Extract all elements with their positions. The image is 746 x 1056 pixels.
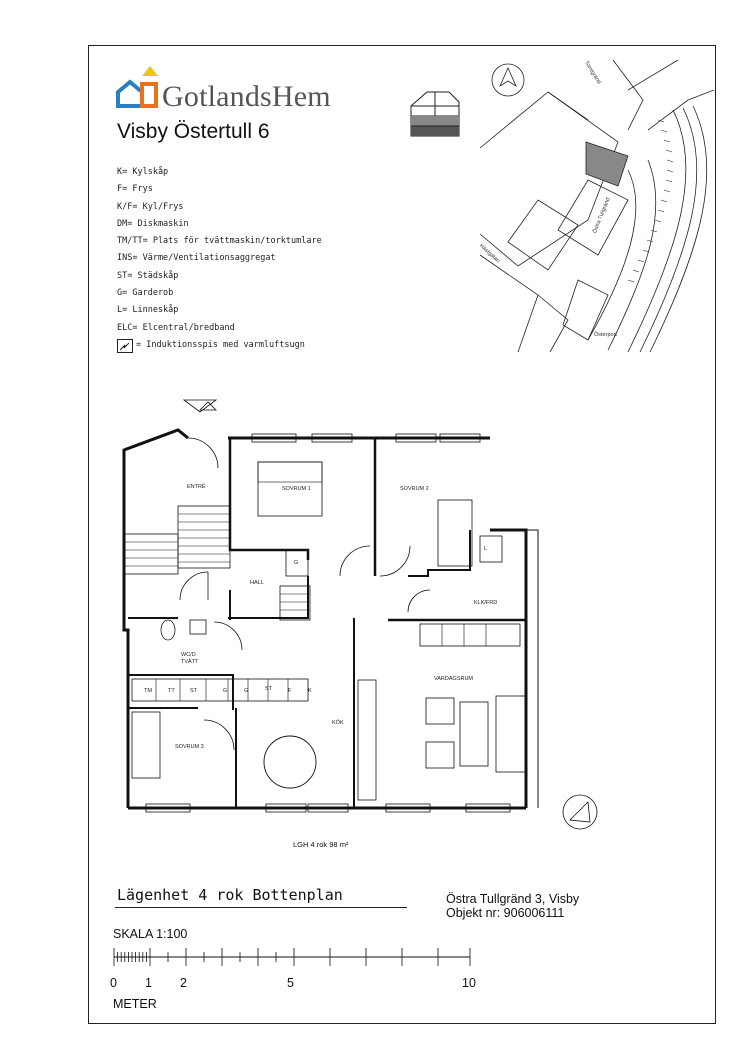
room-label-wc: WC/D xyxy=(181,652,196,658)
room-label-tvatt: TVÄTT xyxy=(181,659,199,665)
fixture-label-g3: G xyxy=(294,560,299,566)
legend-item: ST= Städskåp xyxy=(117,270,179,281)
fixture-label-f: F xyxy=(288,688,292,694)
legend-item: F= Frys xyxy=(117,184,153,195)
room-label-hall: HALL xyxy=(250,580,264,586)
legend-item: K= Kylskåp xyxy=(117,167,169,177)
fixture-label-st: ST xyxy=(190,688,198,694)
scale-tick-2: 2 xyxy=(180,976,187,990)
room-label-entre: ENTRÉ xyxy=(187,484,206,490)
induction-stove-icon xyxy=(117,338,133,353)
legend-list: K= Kylskåp F= Frys K/F= Kyl/Frys DM= Dis… xyxy=(117,164,322,354)
scale-bar xyxy=(113,948,471,966)
brand-name: GotlandsHem xyxy=(162,80,331,113)
address-block: Östra Tullgränd 3, Visby Objekt nr: 9060… xyxy=(446,892,579,920)
legend-item: G= Garderob xyxy=(117,288,174,299)
fixture-label-tm: TM xyxy=(144,688,152,694)
fixture-label-g: G xyxy=(223,688,228,694)
gotlandshem-logo-icon xyxy=(116,66,158,108)
legend-item-induction: = Induktionsspis med varmluftsugn xyxy=(117,337,322,354)
plan-title: Lägenhet 4 rok Bottenplan xyxy=(117,886,343,904)
apartment-area: LGH 4 rok 98 m² xyxy=(293,840,349,849)
room-label-sovrum2: SOVRUM 2 xyxy=(400,486,429,492)
scale-tick-10: 10 xyxy=(462,976,476,990)
room-label-klk-frd: KLK/FRD xyxy=(474,600,498,606)
plan-title-underline xyxy=(115,907,407,908)
room-label-sovrum3: SOVRUM 3 xyxy=(175,744,204,750)
property-title: Visby Östertull 6 xyxy=(117,120,270,143)
north-arrow-icon xyxy=(562,794,598,830)
room-label-vardagsrum: VARDAGSRUM xyxy=(434,676,474,682)
fixture-label-st2: ST xyxy=(265,686,273,692)
fixture-label-l: L xyxy=(484,546,488,552)
object-number: Objekt nr: 906006111 xyxy=(446,906,565,920)
site-map xyxy=(479,59,714,353)
legend-item: TM/TT= Plats för tvättmaskin/torktumlare xyxy=(117,236,322,247)
floor-plan-drawing xyxy=(122,399,539,813)
page-frame xyxy=(88,45,716,1024)
fixture-label-g2: G xyxy=(244,688,249,694)
fixture-label-k: K xyxy=(308,688,312,694)
fixture-label-tt: TT xyxy=(168,688,175,694)
building-section-icon xyxy=(410,91,460,137)
scale-tick-5: 5 xyxy=(287,976,294,990)
scale-tick-1: 1 xyxy=(145,976,152,990)
street-label-osterport: Österport xyxy=(594,332,617,338)
legend-item: DM= Diskmaskin xyxy=(117,218,189,229)
room-label-kok: KÖK xyxy=(332,720,344,726)
room-label-sovrum1: SOVRUM 1 xyxy=(282,486,311,492)
legend-item: L= Linneskåp xyxy=(117,305,179,316)
legend-item: K/F= Kyl/Frys xyxy=(117,201,184,212)
legend-item: ELC= Elcentral/bredband xyxy=(117,322,235,333)
legend-item: INS= Värme/Ventilationsaggregat xyxy=(117,253,276,264)
address: Östra Tullgränd 3, Visby xyxy=(446,892,580,906)
scale-tick-0: 0 xyxy=(110,976,117,990)
scale-label: SKALA 1:100 xyxy=(113,927,188,941)
scale-unit: METER xyxy=(113,997,157,1011)
